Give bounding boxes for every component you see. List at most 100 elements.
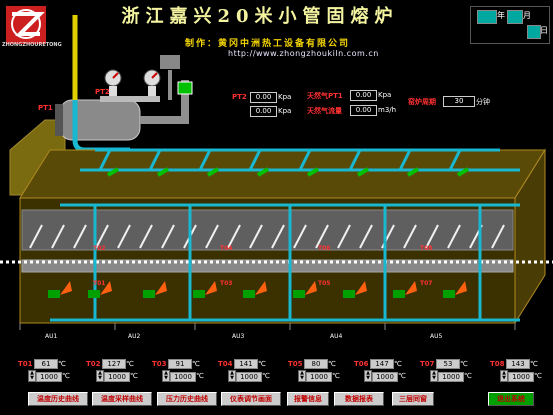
- setpoint-input[interactable]: 1000: [438, 372, 464, 382]
- setpoint-input[interactable]: 1000: [104, 372, 130, 382]
- temp-point-label: T02: [86, 360, 101, 368]
- pt2-readout-label: PT2: [232, 93, 247, 101]
- temp-point-label: T06: [354, 360, 369, 368]
- temp-unit: ℃: [394, 360, 402, 368]
- setpoint-stepper[interactable]: ▲▼: [162, 370, 170, 382]
- maker-label: 制作：黄冈中洲热工设备有限公司: [185, 39, 351, 49]
- point-label: T06: [318, 245, 331, 252]
- gas-flow-readout: 0.00: [350, 105, 377, 116]
- point-label: T05: [318, 280, 331, 287]
- zone-label: AU4: [330, 333, 343, 340]
- main-valve[interactable]: [177, 81, 193, 95]
- setpoint-stepper[interactable]: ▲▼: [228, 370, 236, 382]
- function-button[interactable]: 压力历史曲线: [157, 392, 217, 406]
- temp-point-label: T03: [152, 360, 167, 368]
- company-logo: [6, 6, 46, 44]
- roller-stripes: [29, 224, 505, 249]
- month-label: 月: [523, 11, 531, 20]
- temp-unit: ℃: [192, 360, 200, 368]
- function-button[interactable]: 温度历史曲线: [28, 392, 88, 406]
- gas-flow-label: 天然气流量: [307, 107, 342, 115]
- day-label: 日: [540, 26, 548, 35]
- temp-unit: ℃: [258, 360, 266, 368]
- setpoint-unit: ℃: [130, 372, 138, 380]
- temp-unit: ℃: [58, 360, 66, 368]
- secondary-unit: Kpa: [278, 107, 292, 115]
- setpoint-input[interactable]: 1000: [508, 372, 534, 382]
- pt2-label: PT2: [95, 88, 110, 96]
- zone-label: AU2: [128, 333, 141, 340]
- function-button[interactable]: 报警信息: [287, 392, 329, 406]
- temp-value: 61: [34, 359, 58, 369]
- setpoint-stepper[interactable]: ▲▼: [430, 370, 438, 382]
- temp-unit: ℃: [328, 360, 336, 368]
- function-button[interactable]: 仪表调节画面: [221, 392, 281, 406]
- setpoint-unit: ℃: [464, 372, 472, 380]
- function-button[interactable]: 退出系统: [488, 392, 534, 406]
- setpoint-stepper[interactable]: ▲▼: [96, 370, 104, 382]
- point-label: T08: [420, 245, 433, 252]
- temp-point-label: T01: [18, 360, 33, 368]
- pt1-label: PT1: [38, 104, 53, 112]
- month-field[interactable]: [507, 10, 523, 24]
- gas-pt1-unit: Kpa: [378, 91, 392, 99]
- point-label: T04: [220, 245, 233, 252]
- day-field[interactable]: [527, 25, 541, 39]
- setpoint-unit: ℃: [262, 372, 270, 380]
- setpoint-unit: ℃: [62, 372, 70, 380]
- cycle-field[interactable]: 30: [443, 96, 475, 107]
- temp-unit: ℃: [126, 360, 134, 368]
- date-panel: 年 月 日: [470, 6, 550, 44]
- setpoint-unit: ℃: [534, 372, 542, 380]
- setpoint-unit: ℃: [332, 372, 340, 380]
- kiln-diagram: [0, 15, 553, 330]
- setpoint-unit: ℃: [196, 372, 204, 380]
- setpoint-stepper[interactable]: ▲▼: [298, 370, 306, 382]
- website-url[interactable]: http://www.zhongzhoukiln.com.cn: [228, 49, 379, 58]
- setpoint-stepper[interactable]: ▲▼: [364, 370, 372, 382]
- setpoint-stepper[interactable]: ▲▼: [28, 370, 36, 382]
- temp-unit: ℃: [530, 360, 538, 368]
- temp-value: 80: [304, 359, 328, 369]
- temp-point-label: T04: [218, 360, 233, 368]
- setpoint-input[interactable]: 1000: [306, 372, 332, 382]
- setpoint-input[interactable]: 1000: [236, 372, 262, 382]
- zone-label: AU5: [430, 333, 443, 340]
- secondary-readout: 0.00: [250, 106, 277, 117]
- temp-value: 127: [102, 359, 126, 369]
- function-buttons: 温度历史曲线温度采样曲线压力历史曲线仪表调节画面报警信息数据报表三层同窗 退出系统: [0, 390, 553, 408]
- function-button[interactable]: 三层同窗: [392, 392, 434, 406]
- gas-pt1-readout: 0.00: [350, 90, 377, 101]
- cycle-unit: 分钟: [476, 98, 490, 106]
- temp-unit: ℃: [460, 360, 468, 368]
- temp-value: 53: [436, 359, 460, 369]
- setpoint-input[interactable]: 1000: [170, 372, 196, 382]
- temp-value: 141: [234, 359, 258, 369]
- year-field[interactable]: [477, 10, 497, 24]
- point-label: T02: [93, 245, 106, 252]
- zone-label: AU3: [232, 333, 245, 340]
- setpoint-input[interactable]: 1000: [372, 372, 398, 382]
- pt2-unit: Kpa: [278, 93, 292, 101]
- brand-text: ZHONGZHOURETONG: [2, 42, 62, 48]
- function-button[interactable]: 温度采样曲线: [92, 392, 152, 406]
- setpoint-input[interactable]: 1000: [36, 372, 62, 382]
- point-label: T03: [220, 280, 233, 287]
- year-label: 年: [497, 11, 505, 20]
- cycle-label: 窑炉周期: [408, 98, 436, 106]
- setpoint-unit: ℃: [398, 372, 406, 380]
- point-label: T01: [93, 280, 106, 287]
- function-button[interactable]: 数据报表: [334, 392, 384, 406]
- temp-point-label: T07: [420, 360, 435, 368]
- point-label: T07: [420, 280, 433, 287]
- gas-pt1-label: 天然气PT1: [307, 92, 343, 100]
- kiln-top: [19, 149, 546, 199]
- gas-tank: [59, 99, 141, 141]
- zone-label: AU1: [45, 333, 58, 340]
- temp-value: 147: [370, 359, 394, 369]
- pt2-readout: 0.00: [250, 92, 277, 103]
- temp-point-label: T05: [288, 360, 303, 368]
- setpoint-stepper[interactable]: ▲▼: [500, 370, 508, 382]
